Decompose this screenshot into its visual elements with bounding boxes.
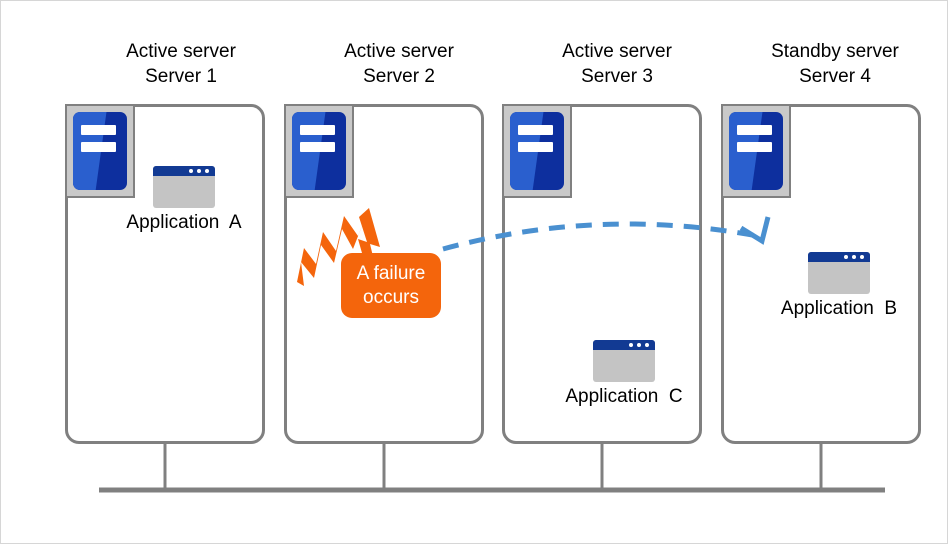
server-role-label: Active server bbox=[344, 41, 454, 62]
failure-line-1: A failure bbox=[356, 262, 426, 284]
application-c[interactable]: Application C bbox=[551, 340, 697, 408]
server-icon-server-2 bbox=[284, 104, 354, 198]
server-name-label: Server 4 bbox=[799, 66, 871, 87]
server-icon-server-3 bbox=[502, 104, 572, 198]
application-label: Application A bbox=[126, 212, 242, 233]
application-a[interactable]: Application A bbox=[111, 166, 257, 234]
server-caption-server-2: Active server Server 2 bbox=[299, 39, 499, 89]
server-caption-server-4: Standby server Server 4 bbox=[735, 39, 935, 89]
server-role-label: Standby server bbox=[771, 41, 899, 62]
server-role-label: Active server bbox=[562, 41, 672, 62]
app-window-icon bbox=[808, 252, 870, 294]
server-icon-server-4 bbox=[721, 104, 791, 198]
application-label: Application C bbox=[565, 386, 683, 407]
application-b[interactable]: Application B bbox=[766, 252, 912, 320]
server-caption-server-3: Active server Server 3 bbox=[517, 39, 717, 89]
server-icon-server-1 bbox=[65, 104, 135, 198]
server-caption-server-1: Active server Server 1 bbox=[81, 39, 281, 89]
failure-line-2: occurs bbox=[363, 286, 419, 308]
server-name-label: Server 1 bbox=[145, 66, 217, 87]
failure-callout[interactable]: A failure occurs bbox=[341, 253, 441, 318]
app-window-icon bbox=[153, 166, 215, 208]
server-box-server-3[interactable] bbox=[502, 104, 702, 444]
server-name-label: Server 2 bbox=[363, 66, 435, 87]
application-label: Application B bbox=[780, 298, 898, 319]
app-window-icon bbox=[593, 340, 655, 382]
server-name-label: Server 3 bbox=[581, 66, 653, 87]
server-role-label: Active server bbox=[126, 41, 236, 62]
